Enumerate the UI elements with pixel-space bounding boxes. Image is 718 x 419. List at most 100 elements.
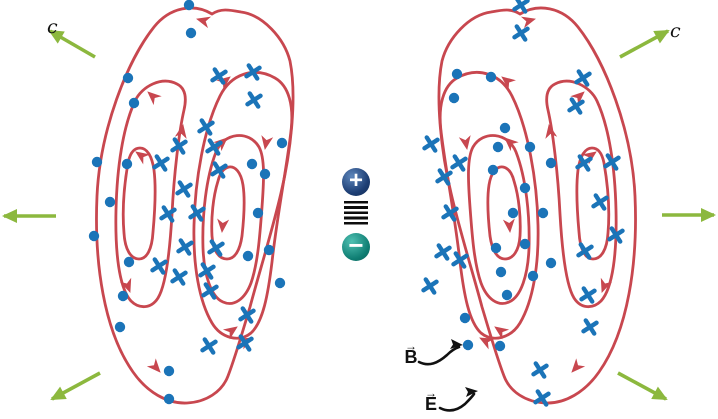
b-into-page-cross-right: [591, 193, 609, 211]
b-out-of-page-dot-left: [246, 158, 258, 170]
wave-arrow-head: [2, 209, 17, 223]
field-direction-arrowhead: [458, 135, 471, 150]
b-out-of-page-dot-left: [259, 168, 271, 180]
b-into-page-cross-right: [533, 389, 551, 407]
b-into-page-cross-left: [188, 204, 206, 222]
e-vector-arrow-glyph: →: [425, 386, 437, 400]
e-field-loop: [114, 79, 187, 309]
field-direction-arrowhead: [502, 218, 515, 233]
minus-sign: −: [348, 230, 364, 260]
b-out-of-page-dot-left: [274, 277, 286, 289]
b-out-of-page-dot-left: [128, 97, 140, 109]
b-field-letter: B: [404, 347, 418, 367]
e-field-loop: [192, 71, 294, 340]
field-direction-arrowhead: [146, 358, 161, 373]
b-into-page-cross-left: [207, 239, 225, 257]
b-out-of-page-dot-right: [451, 68, 463, 80]
b-into-page-cross-right: [567, 97, 585, 115]
field-direction-arrowhead: [222, 326, 238, 340]
b-into-page-cross-right: [512, 24, 530, 42]
b-into-page-cross-right: [450, 154, 468, 172]
b-out-of-page-dot-right: [490, 242, 502, 254]
b-into-page-cross-right: [576, 242, 594, 260]
b-into-page-cross-right: [581, 318, 599, 336]
field-direction-arrowhead: [504, 137, 519, 152]
b-into-page-cross-left: [159, 205, 177, 223]
b-out-of-page-dot-left: [242, 250, 254, 262]
field-direction-arrowhead: [570, 91, 585, 106]
b-out-of-page-dot-right: [519, 238, 531, 250]
b-out-of-page-dot-right: [527, 270, 539, 282]
field-direction-arrowhead: [479, 337, 495, 350]
e-label-pointer-arrow: [438, 392, 476, 412]
b-out-of-page-dot-left: [185, 27, 197, 39]
b-into-page-cross-left: [170, 268, 188, 286]
b-out-of-page-dot-left: [263, 244, 275, 256]
b-into-page-cross-right: [421, 277, 439, 295]
b-into-page-cross-left: [197, 118, 215, 136]
e-field-label: → E: [419, 386, 443, 413]
field-direction-arrowhead: [217, 218, 230, 233]
dipole-separation-lines: [344, 201, 368, 225]
b-into-page-cross-left: [176, 238, 194, 256]
b-out-of-page-dot-left: [91, 156, 103, 168]
b-out-of-page-dot-left: [252, 207, 264, 219]
b-out-of-page-dot-right: [495, 266, 507, 278]
b-out-of-page-dot-right: [448, 92, 460, 104]
b-into-page-cross-left: [200, 337, 218, 355]
wave-arrow-head: [651, 386, 668, 400]
negative-charge: −: [342, 230, 370, 261]
field-direction-arrowhead: [119, 277, 132, 293]
b-label-pointer-tip: [450, 339, 463, 349]
b-into-page-cross-right: [575, 154, 593, 172]
b-into-page-cross-left: [238, 306, 256, 324]
wave-arrow-head: [48, 29, 65, 44]
b-into-page-cross-right: [607, 226, 625, 244]
label-callouts: [417, 339, 478, 412]
b-out-of-page-dot-left: [121, 158, 133, 170]
e-field-loop-inner: [210, 165, 246, 261]
field-direction-arrowhead: [494, 326, 510, 340]
b-into-page-cross-right: [531, 361, 549, 379]
b-into-page-cross-left: [198, 262, 216, 280]
b-into-page-cross-left: [205, 138, 223, 156]
field-direction-arrowhead: [571, 358, 586, 373]
b-field-label: → B: [399, 340, 423, 367]
b-out-of-page-dot-right: [545, 157, 557, 169]
b-out-of-page-dot-left: [117, 290, 129, 302]
e-field-loop-outer: [437, 6, 637, 405]
b-into-page-cross-left: [175, 180, 193, 198]
b-into-page-cross-right: [574, 69, 592, 87]
b-into-page-cross-left: [210, 161, 228, 179]
b-out-of-page-dot-right: [501, 289, 513, 301]
b-out-of-page-dot-right: [545, 257, 557, 269]
b-out-of-page-dot-right: [485, 71, 497, 83]
field-direction-arrowhead: [174, 124, 187, 139]
b-out-of-page-dot-left: [163, 393, 175, 405]
b-into-page-cross-right: [434, 243, 452, 261]
b-into-page-cross-left: [210, 67, 228, 85]
b-into-page-cross-left: [245, 91, 263, 109]
b-out-of-page-dot-right: [459, 312, 471, 324]
b-out-of-page-dot-left: [276, 137, 288, 149]
b-into-page-cross-left: [150, 257, 168, 275]
e-field-loop: [121, 146, 157, 261]
speed-of-light-label-top-left: c: [47, 16, 58, 38]
field-direction-arrowhead: [135, 151, 151, 165]
e-field-loop: [201, 134, 265, 305]
e-field-loop: [575, 146, 611, 261]
e-field-loop-outer: [95, 6, 295, 405]
field-direction-arrowhead: [261, 135, 274, 150]
plus-sign: +: [348, 167, 363, 194]
b-out-of-page-dot-right: [487, 164, 499, 176]
b-out-of-page-dot-right: [537, 207, 549, 219]
field-direction-arrowhead: [196, 16, 212, 29]
wave-arrow-head: [50, 386, 67, 400]
b-label-pointer-arrow: [417, 345, 461, 366]
field-direction-arrowhead: [520, 16, 536, 29]
speed-of-light-label-top-right: c: [670, 20, 681, 42]
b-into-page-cross-left: [236, 334, 254, 352]
b-out-of-page-dot-right: [524, 141, 536, 153]
